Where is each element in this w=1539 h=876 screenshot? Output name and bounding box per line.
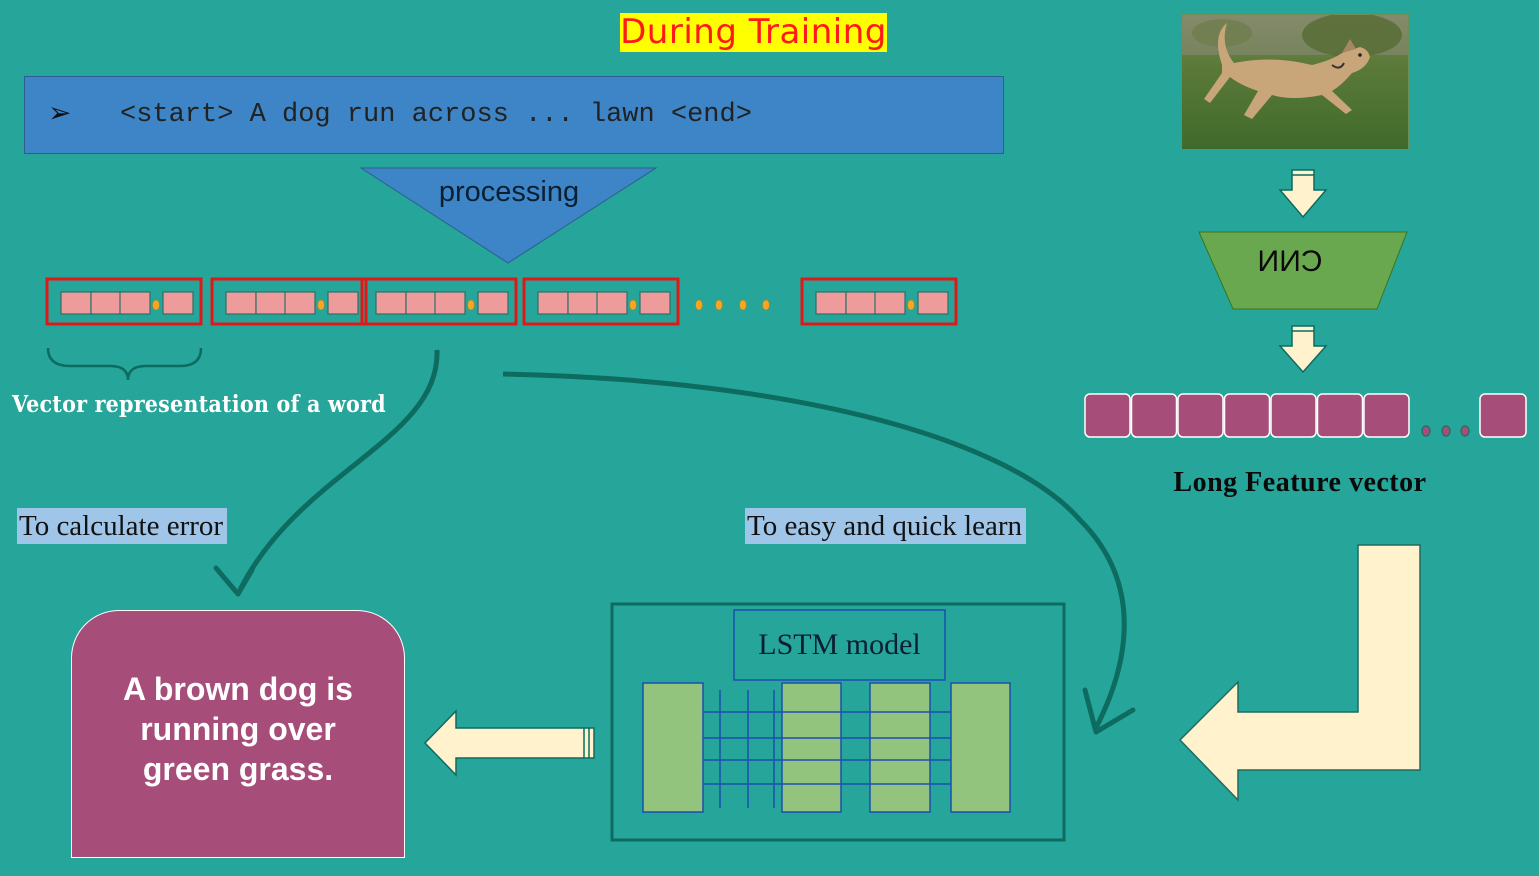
word-cell: [162, 291, 194, 315]
word-vectors: [45, 277, 958, 326]
word-vector: [800, 277, 958, 326]
learn-flow-curve: [502, 371, 1127, 732]
cnn-label: CNN: [1257, 245, 1323, 278]
word-cell: [596, 291, 628, 315]
feature-ellipsis-dots: [1421, 425, 1470, 437]
vector-caption: Vector representation of a word: [12, 391, 386, 418]
note-easy-learn: To easy and quick learn: [745, 508, 1026, 544]
word-cell: [405, 291, 437, 315]
lstm-label-frame: [733, 609, 946, 681]
word-cell: [255, 291, 287, 315]
word-cell: [567, 291, 599, 315]
word-vector: [522, 277, 680, 326]
word-frame: [210, 277, 368, 326]
word-cell: [225, 291, 257, 315]
sentence-bar: [24, 76, 1004, 154]
word-frame: [522, 277, 680, 326]
error-flow-arrowhead: [213, 565, 255, 597]
processing-label: processing: [438, 176, 580, 208]
processing-funnel: [359, 167, 658, 264]
word-frame: [360, 277, 518, 326]
word-cell-dot: [317, 299, 325, 311]
feature-cell: [1177, 393, 1224, 438]
word-ellipsis-dots: [695, 299, 770, 311]
word-frame: [45, 277, 203, 326]
feature-vector: [1084, 393, 1527, 438]
feature-cell: [1084, 393, 1131, 438]
word-cell: [477, 291, 509, 315]
word-cell: [375, 291, 407, 315]
curly-brace: [46, 347, 203, 381]
dog-photo: [1181, 14, 1409, 150]
right-arrow-bullet: ➢: [48, 96, 72, 129]
note-calculate-error: To calculate error: [17, 508, 228, 544]
word-cell: [537, 291, 569, 315]
feature-cell: [1363, 393, 1410, 438]
word-vector: [210, 277, 368, 326]
word-cell: [119, 291, 151, 315]
word-cell: [815, 291, 847, 315]
lstm-cells: [642, 682, 1011, 813]
word-vector: [45, 277, 203, 326]
bent-arrow-icon: [1178, 544, 1421, 802]
word-cell: [284, 291, 316, 315]
word-cell-dot: [467, 299, 475, 311]
word-cell: [60, 291, 92, 315]
word-cell: [90, 291, 122, 315]
feature-caption: Long Feature vector: [1173, 467, 1427, 498]
error-flow-curve: [237, 349, 440, 592]
word-cell: [434, 291, 466, 315]
left-arrow-icon: [423, 709, 595, 777]
feature-cell: [1316, 393, 1364, 438]
word-cell: [639, 291, 671, 315]
sentence-text: <start> A dog run across ... lawn <end>: [120, 100, 752, 130]
lstm-label: LSTM model: [758, 628, 921, 661]
word-cell: [845, 291, 877, 315]
dog-illustration: [1182, 15, 1408, 149]
word-cell: [917, 291, 949, 315]
feature-cell: [1270, 393, 1317, 438]
word-frame: [800, 277, 958, 326]
word-vector: [360, 277, 518, 326]
output-caption-box: A brown dog is running over green grass.: [71, 610, 405, 858]
output-caption-text: A brown dog is running over green grass.: [123, 671, 353, 787]
feature-cell: [1130, 393, 1178, 438]
lstm-connections: [703, 690, 951, 808]
down-arrow-icon: [1278, 169, 1328, 219]
word-cell-dot: [629, 299, 637, 311]
page-title: During Training: [620, 12, 887, 52]
cnn-block: [1198, 231, 1408, 310]
word-cell-dot: [152, 299, 160, 311]
learn-flow-arrowhead: [1082, 687, 1136, 735]
word-cell-dot: [907, 299, 915, 311]
word-cell: [327, 291, 359, 315]
feature-cell: [1223, 393, 1271, 438]
word-cell: [874, 291, 906, 315]
down-arrow-icon: [1278, 325, 1328, 374]
feature-cell: [1479, 393, 1527, 438]
